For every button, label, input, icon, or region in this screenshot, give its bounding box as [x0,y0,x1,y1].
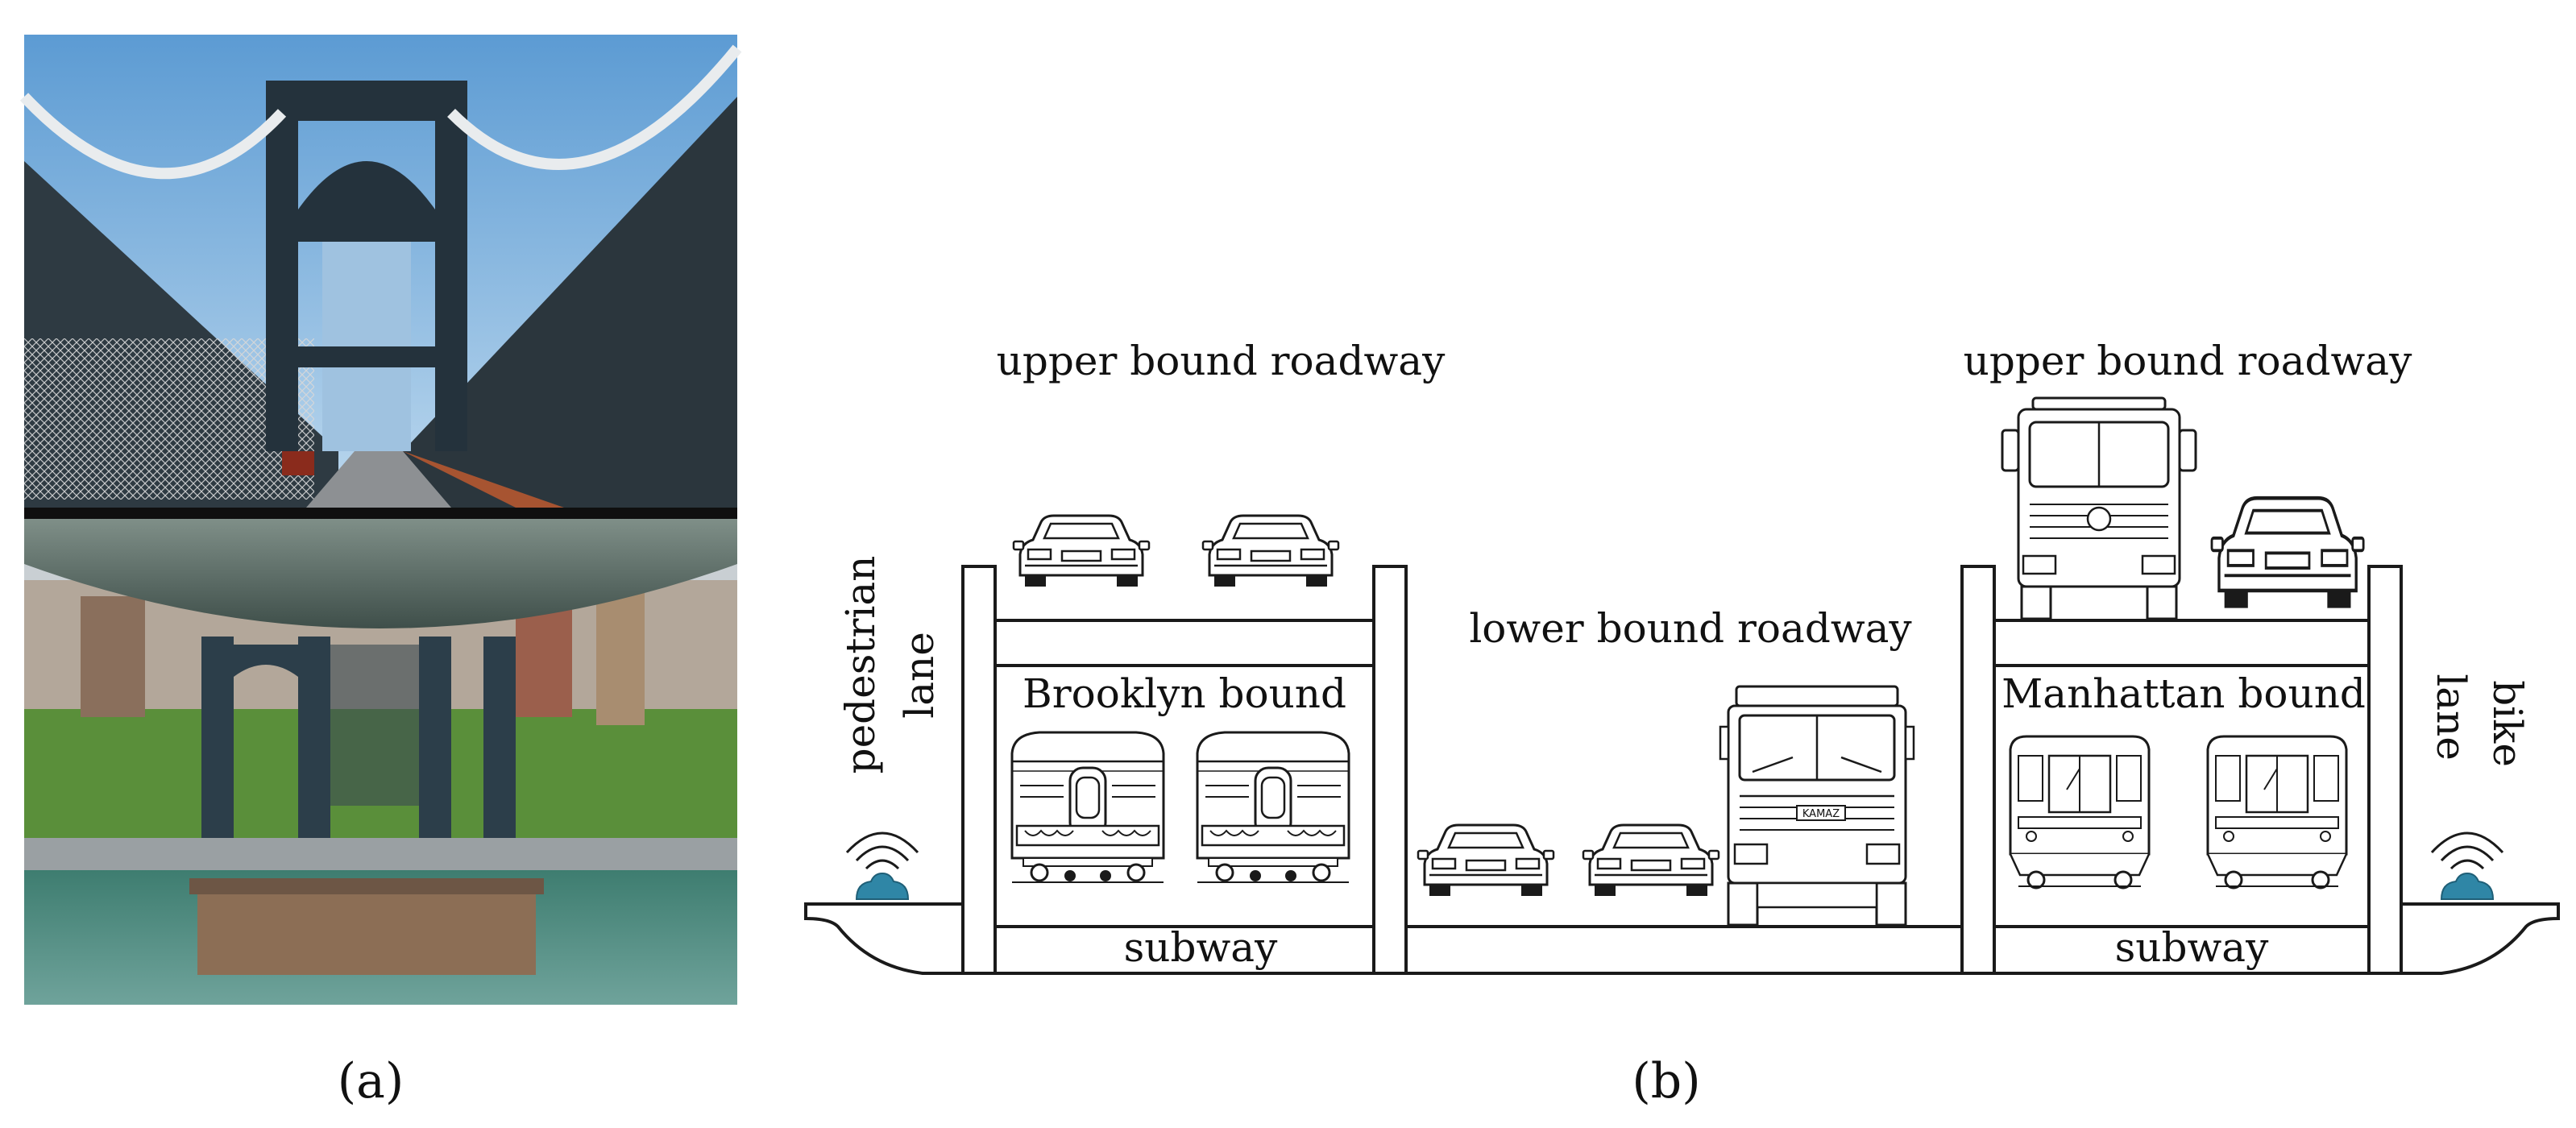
label-upper-roadway-right: upper bound roadway [1964,338,2412,384]
wireless-sensor-icon [2430,831,2504,901]
panel-a-photos [19,35,742,1005]
truck-plate [1796,805,1846,821]
car-icon [1582,823,1720,898]
label-bike: bike [2484,680,2531,767]
panel-b-caption: (b) [1632,1053,1700,1109]
label-pedestrian: pedestrian [837,556,884,774]
label-upper-roadway-left: upper bound roadway [997,338,1446,384]
label-subway-left: subway [1124,924,1278,971]
label-subway-right: subway [2115,924,2269,971]
car-icon [1417,823,1555,898]
car-icon [1201,514,1340,588]
subway-car-icon [1196,731,1350,884]
label-manhattan-bound: Manhattan bound [2001,670,2366,717]
photo-bridge-underside [24,519,737,1005]
wireless-sensor-icon [845,831,919,901]
car-icon [2212,498,2363,608]
panel-a-caption: (a) [338,1053,404,1109]
label-lower-roadway: lower bound roadway [1469,605,1912,652]
photo-bridge-roadway [19,35,742,508]
label-brooklyn-bound: Brooklyn bound [1023,670,1346,717]
truck-icon [2001,396,2197,620]
subway-car-icon [1010,731,1165,884]
car-icon [1012,514,1151,588]
label-pedestrian-lane: lane [896,632,943,719]
subway-car-icon [2009,735,2151,890]
subway-car-icon [2206,735,2348,890]
label-bike-lane: lane [2428,674,2474,761]
truck-plate-text: KAMAZ [1802,808,1840,820]
panel-b-diagram [804,565,2560,975]
